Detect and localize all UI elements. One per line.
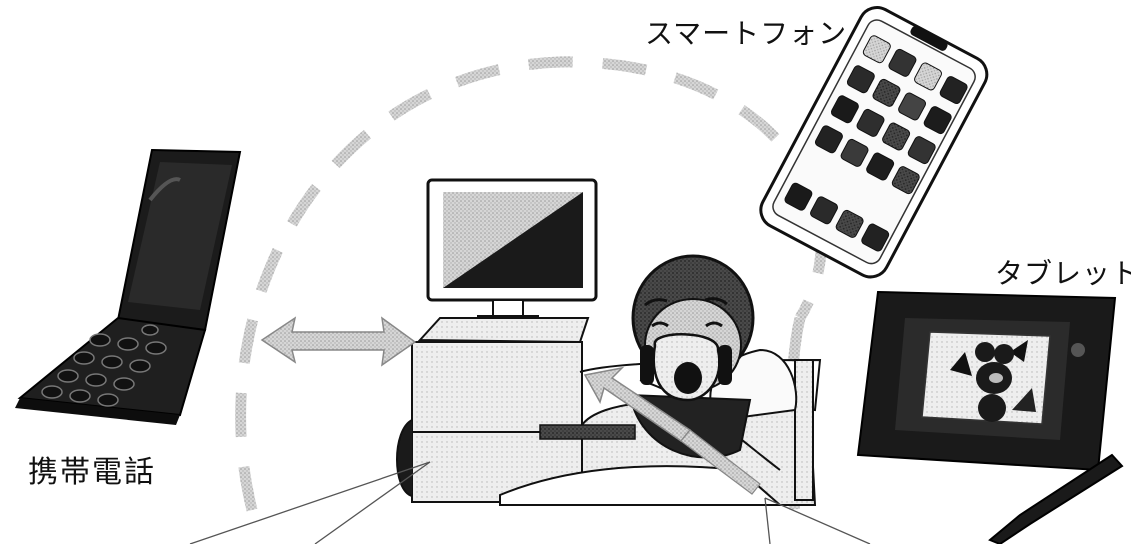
arrow-to-mask (583, 366, 761, 495)
callout-lines (189, 461, 871, 545)
smartphone-icon (759, 6, 989, 279)
smartphone-label: スマートフォン (645, 17, 848, 50)
tablet-label: タブレット (995, 257, 1131, 290)
ventilator-unit (396, 317, 590, 503)
flip-phone-icon (15, 148, 242, 425)
computer-monitor-icon (426, 178, 598, 325)
cellphone-label: 携帯電話 (28, 455, 156, 490)
tablet-icon (856, 290, 1117, 472)
double-arrow-icon (260, 316, 417, 367)
breathing-mask-icon (640, 333, 732, 402)
